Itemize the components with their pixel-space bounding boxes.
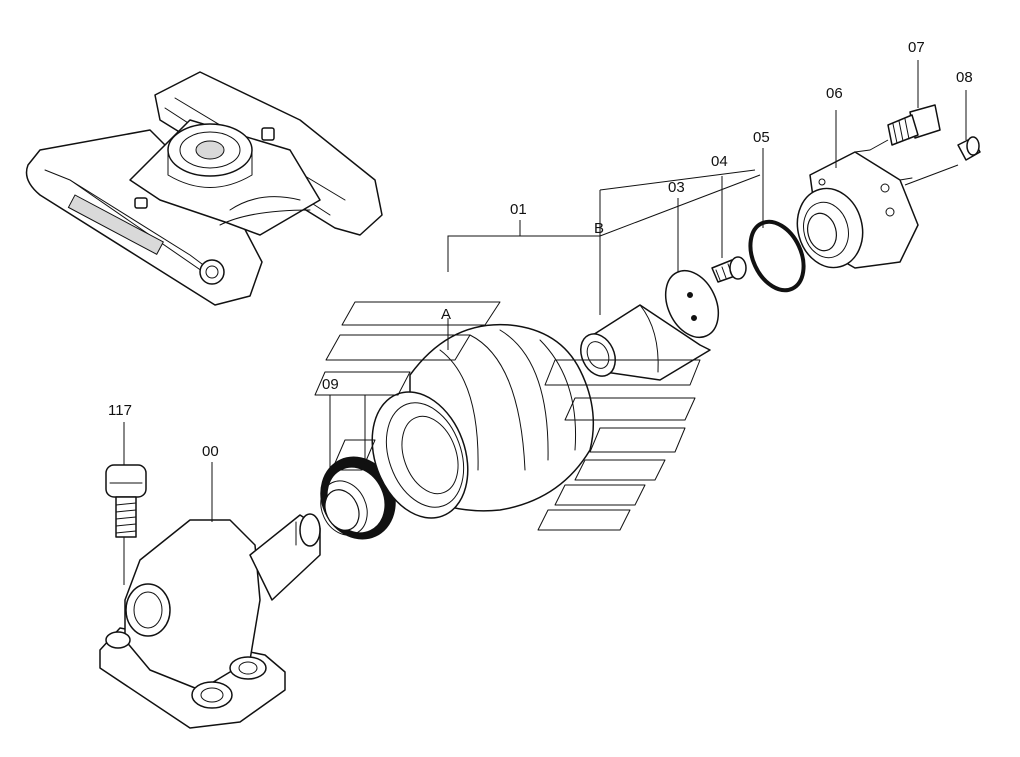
label-a: A bbox=[441, 306, 451, 323]
screw-04 bbox=[711, 256, 747, 283]
bracket-00 bbox=[99, 513, 321, 729]
label-07: 07 bbox=[908, 39, 925, 56]
label-01: 01 bbox=[510, 201, 527, 218]
cover-plate-03 bbox=[664, 269, 720, 339]
bolt-07 bbox=[887, 104, 941, 146]
label-b: B bbox=[594, 220, 604, 237]
label-00: 00 bbox=[202, 443, 219, 460]
label-03: 03 bbox=[668, 179, 685, 196]
undercarriage-overview bbox=[25, 71, 383, 306]
label-117: 117 bbox=[108, 402, 132, 419]
label-08: 08 bbox=[956, 69, 973, 86]
hub-06 bbox=[796, 149, 919, 269]
alignment-marks bbox=[314, 301, 701, 531]
plug-08 bbox=[957, 136, 981, 161]
leader-lines bbox=[123, 60, 967, 585]
label-05: 05 bbox=[753, 129, 770, 146]
o-ring-05 bbox=[748, 219, 806, 293]
floating-seal-09 bbox=[320, 456, 396, 540]
label-09: 09 bbox=[322, 376, 339, 393]
bushing bbox=[580, 304, 711, 381]
label-04: 04 bbox=[711, 153, 728, 170]
bolt-117 bbox=[105, 464, 147, 538]
label-06: 06 bbox=[826, 85, 843, 102]
part-labels: 117 00 09 01 A B 03 04 05 06 07 08 bbox=[108, 39, 973, 460]
roller-01 bbox=[371, 323, 595, 519]
